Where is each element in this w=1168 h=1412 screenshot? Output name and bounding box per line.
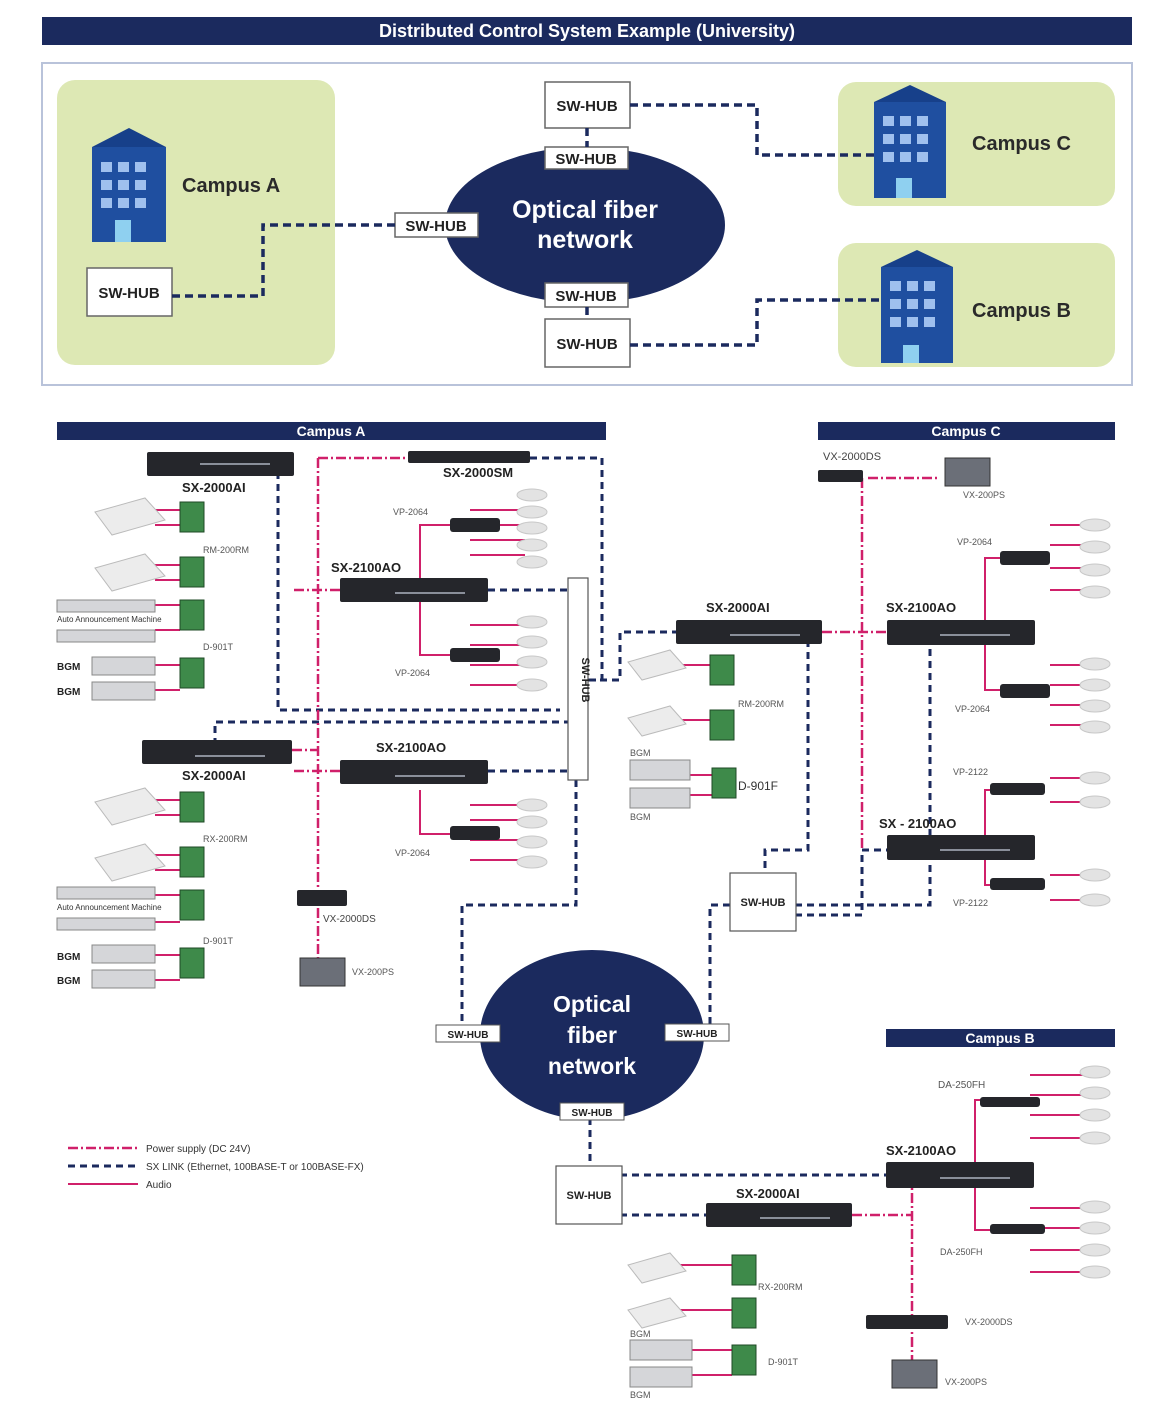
label-sx2100ao-2: SX-2100AO [376,740,446,755]
campus-b-label: Campus B [972,300,1071,322]
power-supply-lines [292,456,940,1390]
label-sx2000ai-c: SX-2000AI [706,600,770,615]
label-auto-ann-2: Auto Announcement Machine [57,903,162,912]
legend-power-label: Power supply (DC 24V) [146,1144,250,1155]
label-da250-b2: DA-250FH [940,1247,983,1257]
device-labels: SX-2000AI SX-2000SM VP-2064 SX-2100AO RM… [57,451,1013,1400]
label-sx2000ai-2: SX-2000AI [182,768,246,783]
svg-text:SW-HUB: SW-HUB [448,1030,489,1041]
label-vp2064-c1: VP-2064 [957,537,992,547]
label-vp2064-a1: VP-2064 [393,507,428,517]
campus-a-building-icon [92,128,166,242]
campus-c-sw-hub [729,872,797,932]
label-bgm-2: BGM [57,687,80,698]
campus-b-sw-hub-label: SW-HUB [567,1190,612,1202]
label-vx2000ds-b: VX-2000DS [965,1317,1013,1327]
svg-text:SW-HUB: SW-HUB [405,218,467,235]
sx-link-lines [213,456,932,1217]
label-vp2064-a2: VP-2064 [395,668,430,678]
label-auto-ann-1: Auto Announcement Machine [57,615,162,624]
overview-hubs: SW-HUB SW-HUB SW-HUB SW-HUB SW-HUB [394,81,631,368]
label-rm200-c: RM-200RM [738,699,784,709]
svg-text:SW-HUB: SW-HUB [572,1108,613,1119]
campus-b-sw-hub [555,1165,623,1225]
campus-a-vertical-hub-label: SW-HUB [579,658,591,703]
label-d901-c: D-901F [738,779,778,793]
label-d901-a1: D-901T [203,642,234,652]
campus-a-header [57,422,606,440]
svg-text:SW-HUB: SW-HUB [677,1029,718,1040]
power-supply-units [299,457,991,1389]
label-vx200ps-b: VX-200PS [945,1377,987,1387]
legend: Power supply (DC 24V) SX LINK (Ethernet,… [68,1144,364,1191]
svg-text:SW-HUB: SW-HUB [556,336,618,353]
label-bgm-c1: BGM [630,748,651,758]
label-vp2064-a3: VP-2064 [395,848,430,858]
campus-c-header [818,422,1115,440]
label-sx2000ai-1: SX-2000AI [182,480,246,495]
campus-a-vertical-hub [567,577,589,781]
label-rm200-b: RX-200RM [758,1282,803,1292]
legend-sxlink-label: SX LINK (Ethernet, 100BASE-T or 100BASE-… [146,1162,364,1173]
label-rm200-a2: RX-200RM [203,834,248,844]
overview-fiber-line1: Optical fiber [512,196,658,224]
campus-a-sw-hub-label: SW-HUB [98,285,160,302]
label-vp2064-c2: VP-2064 [955,704,990,714]
campus-a-header-text: Campus A [297,423,366,439]
label-sx2100ao-1: SX-2100AO [331,560,401,575]
diagram-title: Distributed Control System Example (Univ… [379,21,795,41]
rack-led-strips [195,463,1010,1219]
speaker-icons [516,488,1111,1279]
label-vp2122-c1: VP-2122 [953,767,988,777]
label-vx200ps-a: VX-200PS [352,967,394,977]
campus-b-header [886,1029,1115,1047]
svg-text:SW-HUB: SW-HUB [555,288,617,305]
campus-c-label: Campus C [972,133,1071,155]
campus-c-building-icon [874,85,946,198]
label-sx2100ao-c1: SX-2100AO [886,600,956,615]
remote-microphones [94,497,687,1329]
svg-text:SW-HUB: SW-HUB [556,98,618,115]
label-vx2000ds-c: VX-2000DS [823,451,881,463]
label-bgm-c2: BGM [630,812,651,822]
legend-audio-label: Audio [146,1180,172,1191]
label-bgm-b2: BGM [630,1390,651,1400]
overview-links [172,103,881,347]
svg-text:SW-HUB: SW-HUB [555,151,617,168]
campus-b-building-icon [881,250,953,363]
audio-source-devices [56,599,693,1388]
label-vx2000ds-a: VX-2000DS [323,914,376,925]
label-sx2100ao-c2: SX - 2100AO [879,816,956,831]
campus-a-label: Campus A [182,175,280,197]
title-bar [42,17,1132,45]
label-bgm-4: BGM [57,976,80,987]
campus-c-sw-hub-label: SW-HUB [741,897,786,909]
overview-fiber-network [445,147,725,303]
label-vx200ps-c: VX-200PS [963,490,1005,500]
label-bgm-b1: BGM [630,1329,651,1339]
label-d901-a2: D-901T [203,936,234,946]
label-rm200-a1: RM-200RM [203,545,249,555]
campus-c-header-text: Campus C [931,423,1000,439]
label-bgm-3: BGM [57,952,80,963]
overview-fiber-line2: network [537,226,633,254]
detail-fiber-line2: fiber [567,1022,617,1048]
label-vp2122-c2: VP-2122 [953,898,988,908]
campus-b-header-text: Campus B [965,1030,1034,1046]
detail-fiber-network [480,950,704,1120]
detail-fiber-hubs: SW-HUB SW-HUB SW-HUB [435,1023,730,1121]
label-d901-b: D-901T [768,1357,799,1367]
interface-modules [179,501,757,1376]
detail-fiber-line1: Optical [553,991,631,1017]
label-da250-b1: DA-250FH [938,1080,985,1091]
campus-a-sw-hub [86,267,173,317]
label-sx2000ai-b: SX-2000AI [736,1186,800,1201]
label-sx2100ao-b: SX-2100AO [886,1143,956,1158]
label-sx2000sm: SX-2000SM [443,465,513,480]
label-bgm-1: BGM [57,662,80,673]
detail-fiber-line3: network [548,1053,636,1079]
